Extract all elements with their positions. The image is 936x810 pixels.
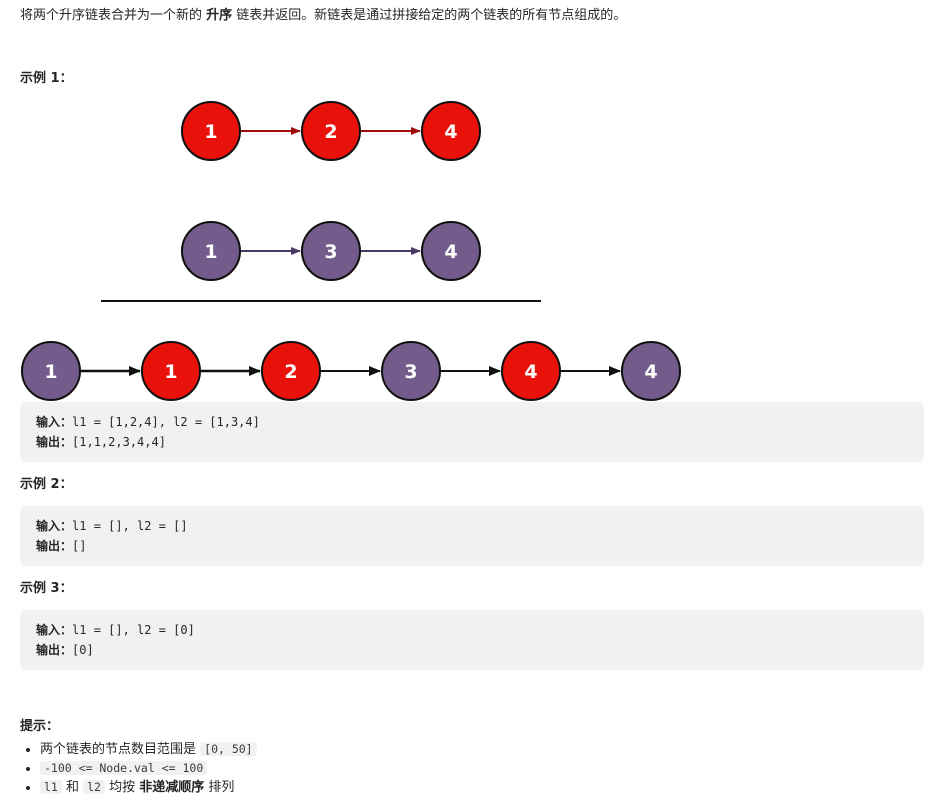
example-3-codebox: 输入：l1 = [], l2 = [0] 输出：[0]	[20, 610, 924, 670]
example-2-output: 输出：[]	[36, 536, 908, 556]
merged-node: 4	[621, 341, 681, 401]
merged-node: 1	[141, 341, 201, 401]
merged-node: 1	[21, 341, 81, 401]
list-1-node: 1	[181, 101, 241, 161]
svg-text:2: 2	[284, 361, 297, 383]
hint-bold: 非递减顺序	[139, 780, 205, 795]
hint-text: 两个链表的节点数目范围是	[40, 742, 201, 757]
svg-text:1: 1	[44, 361, 57, 383]
hint-item: -100 <= Node.val <= 100	[40, 759, 257, 778]
hint-code: l2	[83, 780, 105, 794]
example-2-title: 示例 2：	[20, 477, 73, 492]
output-label: 输出：	[36, 435, 73, 449]
merged-node: 3	[381, 341, 441, 401]
example-3-input: 输入：l1 = [], l2 = [0]	[36, 620, 908, 640]
hint-text: 均按	[104, 780, 140, 795]
svg-text:4: 4	[444, 121, 457, 143]
hint-code: l1	[40, 780, 62, 794]
svg-text:3: 3	[324, 241, 337, 263]
example-1-input: 输入：l1 = [1,2,4], l2 = [1,3,4]	[36, 412, 908, 432]
svg-text:1: 1	[204, 121, 217, 143]
list-2-node: 4	[421, 221, 481, 281]
list-1: 1 2 4	[181, 101, 481, 161]
hint-item: l1 和 l2 均按 非递减顺序 排列	[40, 778, 257, 797]
hint-code: [0, 50]	[200, 742, 257, 756]
hint-item: 两个链表的节点数目范围是 [0, 50]	[40, 740, 257, 759]
example-2-input: 输入：l1 = [], l2 = []	[36, 516, 908, 536]
svg-text:4: 4	[444, 241, 457, 263]
svg-text:2: 2	[324, 121, 337, 143]
list-2-node: 1	[181, 221, 241, 281]
input-value: l1 = [], l2 = [0]	[72, 623, 195, 637]
problem-description: 将两个升序链表合并为一个新的 升序 链表并返回。新链表是通过拼接给定的两个链表的…	[20, 6, 626, 26]
description-text-1: 将两个升序链表合并为一个新的	[20, 8, 207, 23]
hint-text: 和	[61, 780, 84, 795]
input-value: l1 = [], l2 = []	[72, 519, 188, 533]
example-1-output: 输出：[1,1,2,3,4,4]	[36, 432, 908, 452]
merged-node: 4	[501, 341, 561, 401]
input-label: 输入：	[36, 519, 73, 533]
svg-text:3: 3	[404, 361, 417, 383]
description-bold: 升序	[206, 8, 233, 23]
svg-text:4: 4	[644, 361, 657, 383]
description-text-2: 链表并返回。新链表是通过拼接给定的两个链表的所有节点组成的。	[232, 8, 627, 23]
output-value: []	[72, 539, 87, 553]
input-label: 输入：	[36, 415, 73, 429]
hints-title: 提示：	[20, 719, 60, 734]
input-label: 输入：	[36, 623, 73, 637]
example-1-codebox: 输入：l1 = [1,2,4], l2 = [1,3,4] 输出：[1,1,2,…	[20, 402, 924, 462]
list-1-node: 4	[421, 101, 481, 161]
merged-list: 1 1 2 3 4 4	[21, 341, 681, 401]
svg-text:1: 1	[164, 361, 177, 383]
svg-text:1: 1	[204, 241, 217, 263]
output-value: [0]	[72, 643, 94, 657]
example-1-title: 示例 1：	[20, 71, 73, 86]
merged-node: 2	[261, 341, 321, 401]
merge-linked-lists-diagram: 1 2 4 1 3 4	[21, 101, 681, 401]
list-2-node: 3	[301, 221, 361, 281]
hint-code: -100 <= Node.val <= 100	[40, 761, 208, 775]
hint-text: 排列	[204, 780, 235, 795]
output-value: [1,1,2,3,4,4]	[72, 435, 166, 449]
example-2-codebox: 输入：l1 = [], l2 = [] 输出：[]	[20, 506, 924, 566]
output-label: 输出：	[36, 643, 73, 657]
hints-list: 两个链表的节点数目范围是 [0, 50] -100 <= Node.val <=…	[20, 740, 257, 797]
output-label: 输出：	[36, 539, 73, 553]
list-1-node: 2	[301, 101, 361, 161]
example-3-output: 输出：[0]	[36, 640, 908, 660]
input-value: l1 = [1,2,4], l2 = [1,3,4]	[72, 415, 260, 429]
example-3-title: 示例 3：	[20, 581, 73, 596]
list-2: 1 3 4	[181, 221, 481, 281]
svg-text:4: 4	[524, 361, 537, 383]
